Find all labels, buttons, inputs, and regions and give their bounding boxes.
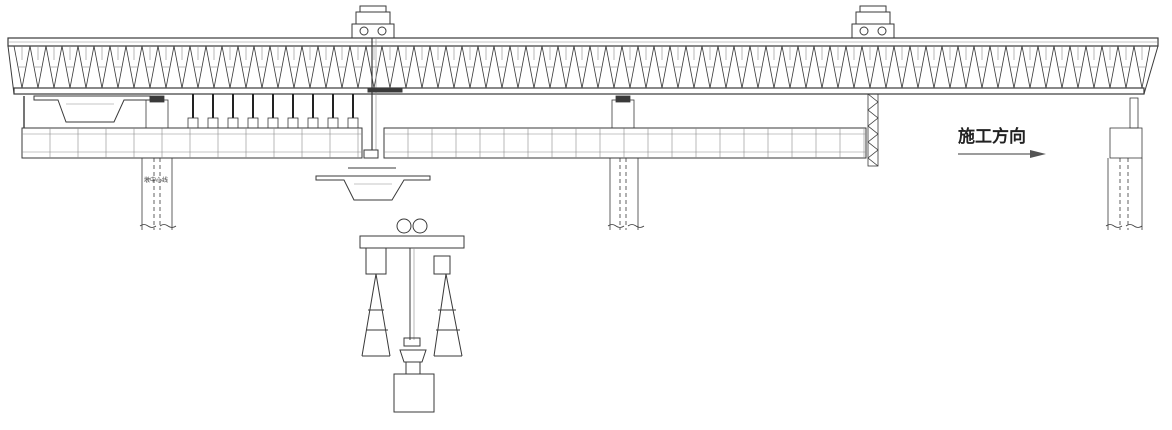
gantry-trolley-right — [851, 5, 895, 39]
gantry-trolley-left — [351, 5, 403, 150]
launching-gantry-truss — [7, 37, 1159, 95]
lifted-box-segment — [315, 149, 431, 201]
direction-label: 施工方向 — [958, 126, 1026, 147]
placed-box-girder-segment — [23, 95, 151, 128]
pier-center-label: 墩中心线 — [144, 176, 168, 184]
segment-hangers — [187, 94, 359, 129]
pier-right — [1105, 97, 1143, 230]
construction-direction: 施工方向 — [958, 126, 1046, 158]
gantry-crane — [359, 218, 465, 413]
pier-left — [139, 95, 177, 230]
middle-support-leg — [867, 93, 879, 167]
truss-verticals — [18, 46, 1146, 68]
pier-middle — [607, 95, 645, 230]
right-arrow-icon — [958, 150, 1046, 158]
deck-girder-left — [21, 127, 363, 159]
truss-bottom-chord — [13, 87, 1145, 95]
deck-girder-right — [383, 127, 867, 159]
